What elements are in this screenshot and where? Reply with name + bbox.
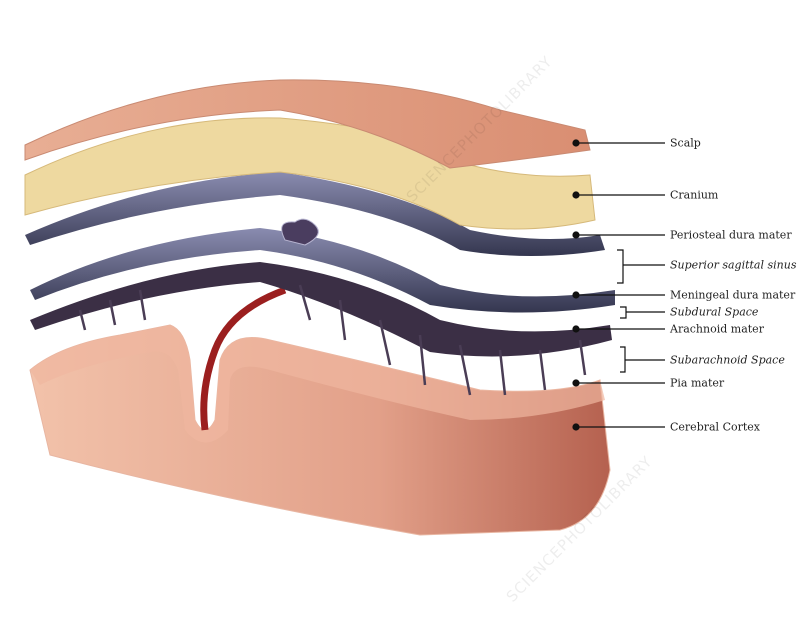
label-cranium: Cranium <box>670 188 719 202</box>
label-periosteal-dura-mater: Periosteal dura mater <box>670 228 792 242</box>
blood-vessel <box>200 286 287 431</box>
label-subarachnoid-space: Subarachnoid Space <box>670 353 785 367</box>
scalp-layer <box>24 79 591 169</box>
cortex-top-face <box>30 325 605 443</box>
label-superior-sagittal-sinus: Superior sagittal sinus <box>670 258 797 272</box>
superior-sagittal-sinus <box>281 218 319 246</box>
label-subdural-space: Subdural Space <box>670 305 759 319</box>
leader-lines <box>572 139 665 431</box>
label-pia-mater: Pia mater <box>670 376 725 390</box>
meningeal-dura-layer <box>30 228 615 313</box>
subarachnoid-trabeculae <box>78 284 587 396</box>
label-meningeal-dura-mater: Meningeal dura mater <box>670 288 796 302</box>
cranium-layer <box>24 117 596 230</box>
label-cerebral-cortex: Cerebral Cortex <box>670 420 760 434</box>
periosteal-dura-layer <box>25 172 605 256</box>
label-scalp: Scalp <box>670 136 701 150</box>
arachnoid-mater-layer <box>30 262 612 357</box>
label-arachnoid-mater: Arachnoid mater <box>670 322 764 336</box>
